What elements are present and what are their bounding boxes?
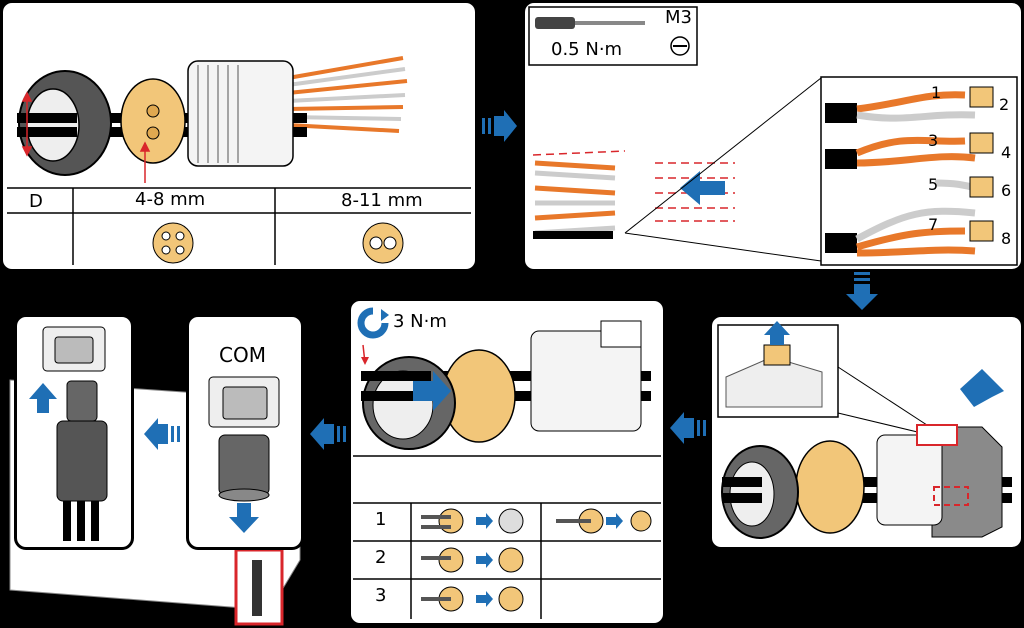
- step4-panel: 3 N·m 1 2 3: [348, 298, 666, 626]
- table-col-8-11mm: 8-11 mm: [341, 190, 423, 211]
- step3-panel: [709, 314, 1024, 550]
- com-connector-icon: [218, 434, 270, 502]
- arrow-left-icon: [670, 412, 706, 444]
- tool-size-m3: M3: [665, 7, 692, 28]
- step1-panel: D 4-8 mm 8-11 mm: [0, 0, 478, 272]
- step1-cable-illustration: [7, 56, 471, 265]
- arrow-left-icon: [310, 418, 346, 450]
- step1-diameter-table: [7, 187, 471, 265]
- com-socket-icon: [208, 376, 280, 428]
- row3-seal-steps: [421, 586, 524, 612]
- pin-label-1: 1: [931, 83, 942, 102]
- row-label-1: 1: [375, 509, 387, 530]
- arrow-down-icon: [846, 272, 878, 310]
- torque-3-nm: 3 N·m: [393, 311, 447, 332]
- screwdriver-icon: [535, 17, 645, 29]
- insert-left-arrow-icon: [960, 369, 1004, 407]
- pin-label-3: 3: [928, 131, 939, 150]
- pin-label-7: 7: [928, 215, 939, 234]
- step4-tighten-illustration: [353, 307, 661, 619]
- table-header-d: D: [29, 191, 43, 212]
- row-label-3: 3: [375, 585, 387, 606]
- step2-wiring-illustration: [528, 6, 1018, 266]
- torque-0-5-nm: 0.5 N·m: [551, 39, 623, 60]
- slotted-screw-icon: [670, 36, 690, 56]
- seal-2-hole-icon: [362, 222, 404, 264]
- row1-seal-steps: [421, 508, 652, 534]
- row2-seal-steps: [421, 547, 524, 573]
- row-label-2: 2: [375, 547, 387, 568]
- seal-4-hole-icon: [152, 222, 194, 264]
- step6-panel: [14, 314, 134, 550]
- arrow-right-icon: [482, 110, 517, 142]
- table-col-4-8mm: 4-8 mm: [135, 189, 206, 210]
- step1-diameter-marker: [21, 91, 151, 183]
- push-right-arrow-icon: [413, 371, 451, 411]
- insert-down-arrow-icon: [229, 503, 259, 533]
- step3-assembly-illustration: [717, 321, 1012, 539]
- plug-up-arrow-icon: [29, 383, 57, 413]
- rotate-clockwise-icon: [357, 307, 389, 339]
- pin-wiring-inset: [825, 86, 994, 257]
- pin-label-8: 8: [1001, 229, 1012, 248]
- step2-panel: M3 0.5 N·m 1 2 3 4 5 6 7 8: [522, 0, 1024, 272]
- pin-label-5: 5: [928, 175, 939, 194]
- com-label: COM: [219, 343, 266, 367]
- plug-assembly-illustration: [29, 326, 108, 541]
- step4-seal-table: [353, 455, 661, 619]
- arrow-left-icon: [144, 418, 180, 450]
- pin-label-4: 4: [1001, 143, 1012, 162]
- pin-label-2: 2: [999, 95, 1010, 114]
- com-port-illustration: [208, 376, 280, 533]
- insert-direction-arrow-icon: [680, 171, 725, 205]
- step5-panel: COM: [186, 314, 304, 550]
- push-up-arrow-icon: [764, 321, 790, 345]
- pin-label-6: 6: [1001, 181, 1012, 200]
